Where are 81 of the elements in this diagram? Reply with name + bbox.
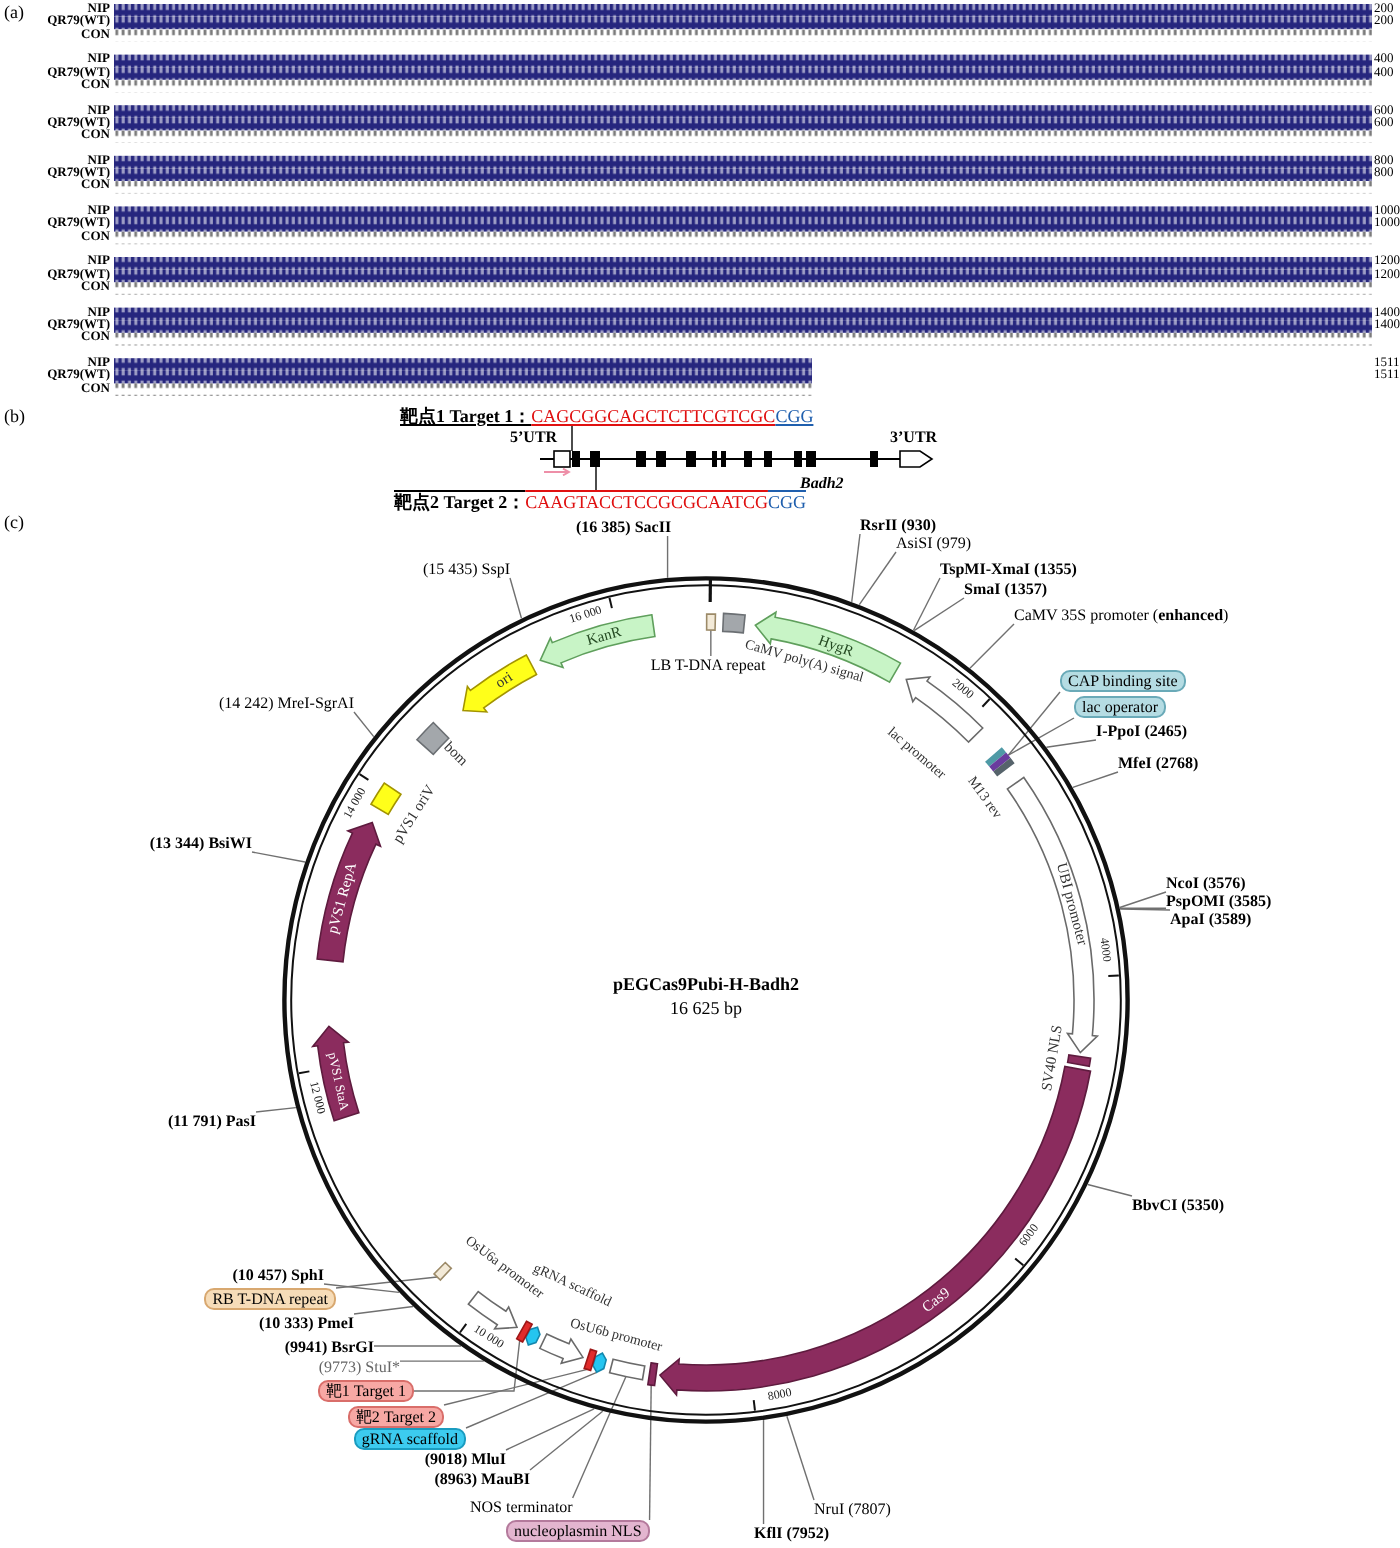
leader-line xyxy=(1087,1183,1133,1197)
feature-tag: nucleoplasmin NLS xyxy=(506,1520,650,1542)
leader-line xyxy=(255,1106,297,1113)
leader-line xyxy=(1119,908,1171,911)
leader-line xyxy=(912,577,941,631)
leader-line xyxy=(465,1371,598,1429)
leader-line xyxy=(762,1419,765,1525)
restriction-site-label: (9018) MluI xyxy=(424,1450,506,1468)
feature-tag: gRNA scaffold xyxy=(353,1428,466,1450)
leader-line xyxy=(1045,739,1097,748)
leader-line xyxy=(399,1360,485,1362)
leader-line xyxy=(373,1345,462,1347)
leader-line xyxy=(858,551,897,606)
pam-sequence: CGG xyxy=(767,492,806,512)
restriction-site-label: PspOMI (3585) xyxy=(1166,892,1272,910)
feature-caption: NOS terminator xyxy=(470,1498,573,1516)
target-label: 靶点1 Target 1： xyxy=(400,406,532,426)
feature-caption: CaMV 35S promoter (enhanced) xyxy=(1014,606,1229,624)
restriction-site-label: NruI (7807) xyxy=(814,1500,891,1518)
target-sequence: CAGCGGCAGCTCTTCGTCGC xyxy=(531,406,776,426)
restriction-site-label: MfeI (2768) xyxy=(1118,754,1199,772)
feature-tag: 靶2 Target 2 xyxy=(347,1405,444,1427)
leader-line xyxy=(323,1283,400,1294)
panel-letter: (c) xyxy=(4,512,24,532)
leader-line xyxy=(648,1384,652,1521)
plasmid-size: 16 625 bp xyxy=(670,998,742,1018)
region-label: 5’UTR xyxy=(510,428,558,446)
leader-line xyxy=(595,466,597,493)
restriction-site-label: (10 457) SphI xyxy=(232,1266,324,1284)
plasmid-name: pEGCas9Pubi-H-Badh2 xyxy=(612,974,800,994)
restriction-site-label: KflI (7952) xyxy=(754,1524,830,1542)
restriction-site-label: SmaI (1357) xyxy=(964,580,1048,598)
leader-line xyxy=(353,1305,414,1315)
leader-line xyxy=(969,623,1015,669)
leader-line xyxy=(786,1415,815,1501)
leader-line xyxy=(251,851,306,863)
leader-line xyxy=(571,425,573,452)
leader-line xyxy=(1007,691,1061,756)
restriction-site-label: (9773) StuI* xyxy=(318,1358,400,1376)
leader-line xyxy=(851,533,861,603)
target-sequence: CAAGTACCTCCGCGCAATCG xyxy=(525,492,768,512)
restriction-site-label: NcoI (3576) xyxy=(1166,874,1246,892)
leader-line xyxy=(1072,771,1119,789)
restriction-site-label: I-PpoI (2465) xyxy=(1096,722,1188,740)
leader-line xyxy=(353,711,375,738)
panel-letter: (a) xyxy=(4,2,24,22)
restriction-site-label: TspMI-XmaI (1355) xyxy=(940,560,1077,578)
restriction-site-label: (14 242) MreI-SgrAI xyxy=(218,694,354,712)
leader-line xyxy=(710,629,712,657)
leader-line xyxy=(443,1368,589,1406)
leader-line xyxy=(666,535,669,579)
leader-line xyxy=(1119,891,1167,909)
restriction-site-label: (11 791) PasI xyxy=(168,1112,256,1130)
restriction-site-label: (15 435) SspI xyxy=(422,560,510,578)
leader-line xyxy=(509,577,523,619)
region-label: 3’UTR xyxy=(890,428,938,446)
panel-letter: (b) xyxy=(4,406,25,426)
restriction-site-label: RsrII (930) xyxy=(860,516,936,534)
leader-line xyxy=(413,1339,521,1392)
restriction-site-label: AsiSI (979) xyxy=(896,534,972,552)
gene-name: Badh2 xyxy=(800,474,844,492)
restriction-site-label: (10 333) PmeI xyxy=(258,1314,354,1332)
feature-tag: lac operator xyxy=(1074,696,1166,718)
restriction-site-label: ApaI (3589) xyxy=(1170,910,1252,928)
leader-line xyxy=(913,597,965,632)
feature-tag: CAP binding site xyxy=(1060,670,1186,692)
restriction-site-label: (9941) BsrGI xyxy=(284,1338,374,1356)
target-label: 靶点2 Target 2： xyxy=(394,492,526,512)
restriction-site-label: BbvCI (5350) xyxy=(1132,1196,1225,1214)
restriction-site-label: (16 385) SacII xyxy=(576,518,672,536)
leader-line xyxy=(571,1375,627,1499)
leader-line xyxy=(335,1276,438,1289)
leader-line xyxy=(1007,717,1075,756)
pam-sequence: CGG xyxy=(775,406,814,426)
leader-line xyxy=(529,1410,604,1471)
restriction-site-label: (13 344) BsiWI xyxy=(149,834,252,852)
feature-caption: LB T-DNA repeat xyxy=(650,656,766,674)
restriction-site-label: (8963) MauBI xyxy=(434,1470,530,1488)
feature-tag: 靶1 Target 1 xyxy=(317,1380,414,1402)
feature-tag: RB T-DNA repeat xyxy=(204,1288,336,1310)
leader-line xyxy=(505,1408,595,1451)
